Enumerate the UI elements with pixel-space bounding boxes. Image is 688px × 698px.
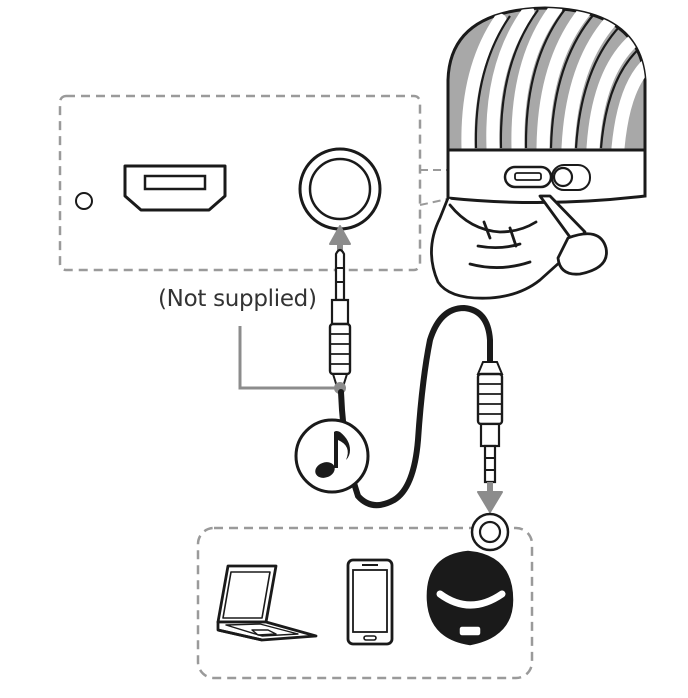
laptop-icon [216, 564, 318, 642]
aux-cable [338, 304, 493, 509]
upper-aux-plug-icon [328, 225, 352, 391]
indicator-hole-icon [75, 192, 93, 210]
lower-aux-plug-icon [476, 361, 504, 513]
hand-illustration [430, 194, 608, 300]
port-panel [58, 94, 422, 272]
smartphone-icon [346, 558, 394, 646]
aux-port-icon [298, 147, 382, 231]
usb-port-icon [123, 164, 227, 212]
music-note-icon [294, 418, 370, 494]
device-jack-icon [470, 512, 510, 552]
port-panel-border [58, 94, 422, 272]
not-supplied-label: (Not supplied) [158, 286, 317, 312]
portable-player-icon [426, 550, 514, 646]
source-devices-panel [196, 526, 534, 680]
source-panel-border [196, 526, 534, 680]
portable-speaker-icon [446, 6, 647, 205]
